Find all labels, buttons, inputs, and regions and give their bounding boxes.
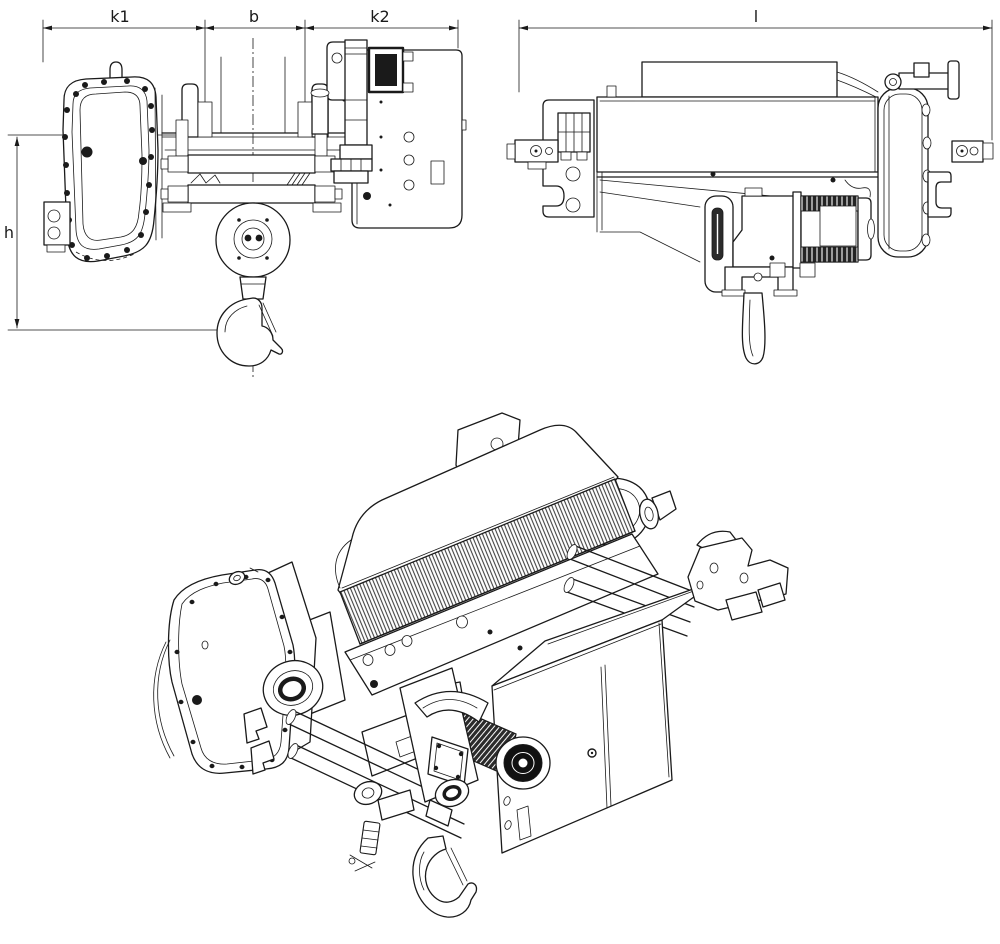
front-travel-motor <box>310 39 414 184</box>
crossbar-lower <box>187 184 316 204</box>
rope-guide <box>414 690 489 723</box>
side-drum-housing <box>596 61 879 263</box>
dim-label-l: l <box>754 7 758 26</box>
side-right-end <box>877 60 994 258</box>
iso-left-end <box>153 561 459 777</box>
side-view: l <box>506 7 994 365</box>
hook <box>216 297 284 367</box>
dim-label-k2: k2 <box>370 7 389 26</box>
dim-label-h: h <box>4 223 14 242</box>
dimension-h: h <box>4 134 259 331</box>
dimension-top: k1 b k2 <box>42 7 459 136</box>
dim-label-k1: k1 <box>110 7 129 26</box>
cabinet-slot <box>516 805 532 841</box>
safety-latch-iso <box>445 849 464 886</box>
side-left-end <box>506 99 595 218</box>
front-view: k1 b k2 h <box>4 7 467 378</box>
iso-control-cabinet <box>491 580 717 854</box>
motor-shaft-center <box>518 758 528 768</box>
iso-hook-assembly <box>348 667 489 918</box>
front-gear-housing <box>43 61 163 263</box>
end-plate-hook-cutout <box>927 171 952 218</box>
lifting-eye <box>109 61 123 82</box>
limit-stop-hardware <box>348 780 415 872</box>
side-hoist-motor <box>769 191 875 278</box>
iso-rail-clamp <box>687 530 789 621</box>
anchor-clamp-left <box>506 139 559 170</box>
iso-drum <box>335 424 636 645</box>
eye-bracket <box>639 490 677 530</box>
suspension-eye-bracket <box>884 60 960 100</box>
iso-apron-plate <box>344 533 659 696</box>
hatch-mark <box>286 172 311 186</box>
trolley-wheel-left <box>262 659 324 717</box>
side-hook-block <box>704 187 798 365</box>
isometric-view <box>153 412 789 918</box>
dimension-l: l <box>518 7 993 141</box>
anchor-clamp-right <box>951 140 994 163</box>
dim-label-b: b <box>249 7 259 26</box>
hook-side <box>741 292 766 365</box>
safety-latch <box>258 304 274 337</box>
cabinet-front <box>491 619 673 854</box>
crossbar-upper <box>187 154 316 174</box>
hex-nut <box>425 799 453 827</box>
front-side-plate <box>336 49 467 229</box>
rubber-buffer <box>557 112 591 161</box>
front-hook-block <box>215 202 291 367</box>
hook-iso <box>412 835 478 918</box>
drum-eye-bolt <box>228 567 259 586</box>
drum-cover <box>337 424 619 595</box>
drain-plug <box>81 146 93 158</box>
